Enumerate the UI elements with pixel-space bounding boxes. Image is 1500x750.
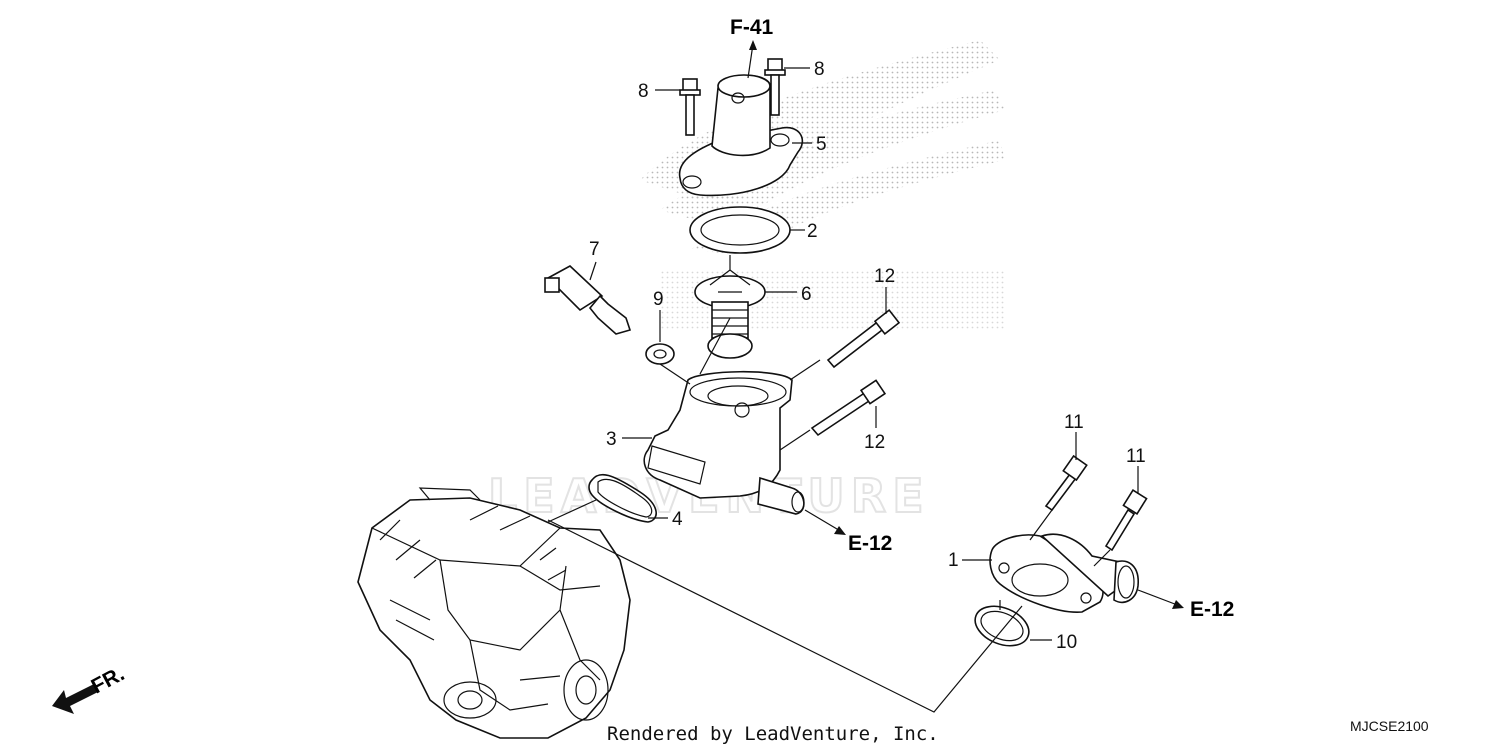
callout-12-lower: 12 xyxy=(864,432,885,453)
o-ring-part xyxy=(588,473,657,523)
engine-block-illustration xyxy=(357,487,631,739)
temperature-sensor-part xyxy=(544,265,632,335)
thermostat-part xyxy=(694,269,766,359)
callout-8-left: 8 xyxy=(638,81,649,102)
callout-8-right: 8 xyxy=(814,59,825,80)
bolt-12-lower-part xyxy=(810,379,887,437)
diagram-code: MJCSE2100 xyxy=(1350,718,1429,734)
bolt-8-left-part xyxy=(679,78,701,136)
callout-3: 3 xyxy=(606,429,617,450)
ref-f41[interactable]: F-41 xyxy=(730,16,774,39)
front-direction-arrow: FR. xyxy=(52,662,128,714)
callout-12-upper: 12 xyxy=(874,266,895,287)
callout-1: 1 xyxy=(948,550,959,571)
footer-credit: Rendered by LeadVenture, Inc. xyxy=(607,723,939,745)
thermostat-cover-part xyxy=(678,74,804,197)
callout-6: 6 xyxy=(801,284,812,305)
callout-2: 2 xyxy=(807,221,818,242)
leader-lines xyxy=(547,40,1184,713)
seal-ring-part xyxy=(689,206,791,254)
callout-4: 4 xyxy=(672,509,683,530)
callout-9: 9 xyxy=(653,289,664,310)
o-ring-10-part xyxy=(974,605,1030,647)
washer-part xyxy=(645,343,675,365)
callout-11-right: 11 xyxy=(1126,446,1146,467)
callout-10: 10 xyxy=(1056,632,1077,653)
ref-e12-lower[interactable]: E-12 xyxy=(1190,598,1234,621)
water-outlet-joint-part xyxy=(989,533,1139,613)
bolt-8-right-part xyxy=(764,58,786,116)
callout-5: 5 xyxy=(816,134,827,155)
bolt-12-upper-part xyxy=(826,309,901,369)
bolt-11-right-part xyxy=(1104,489,1148,552)
ref-e12-upper[interactable]: E-12 xyxy=(848,532,892,555)
thermostat-housing-part xyxy=(643,370,805,515)
bolt-11-left-part xyxy=(1044,454,1088,512)
callout-11-left: 11 xyxy=(1064,412,1084,433)
callout-7: 7 xyxy=(589,239,600,260)
